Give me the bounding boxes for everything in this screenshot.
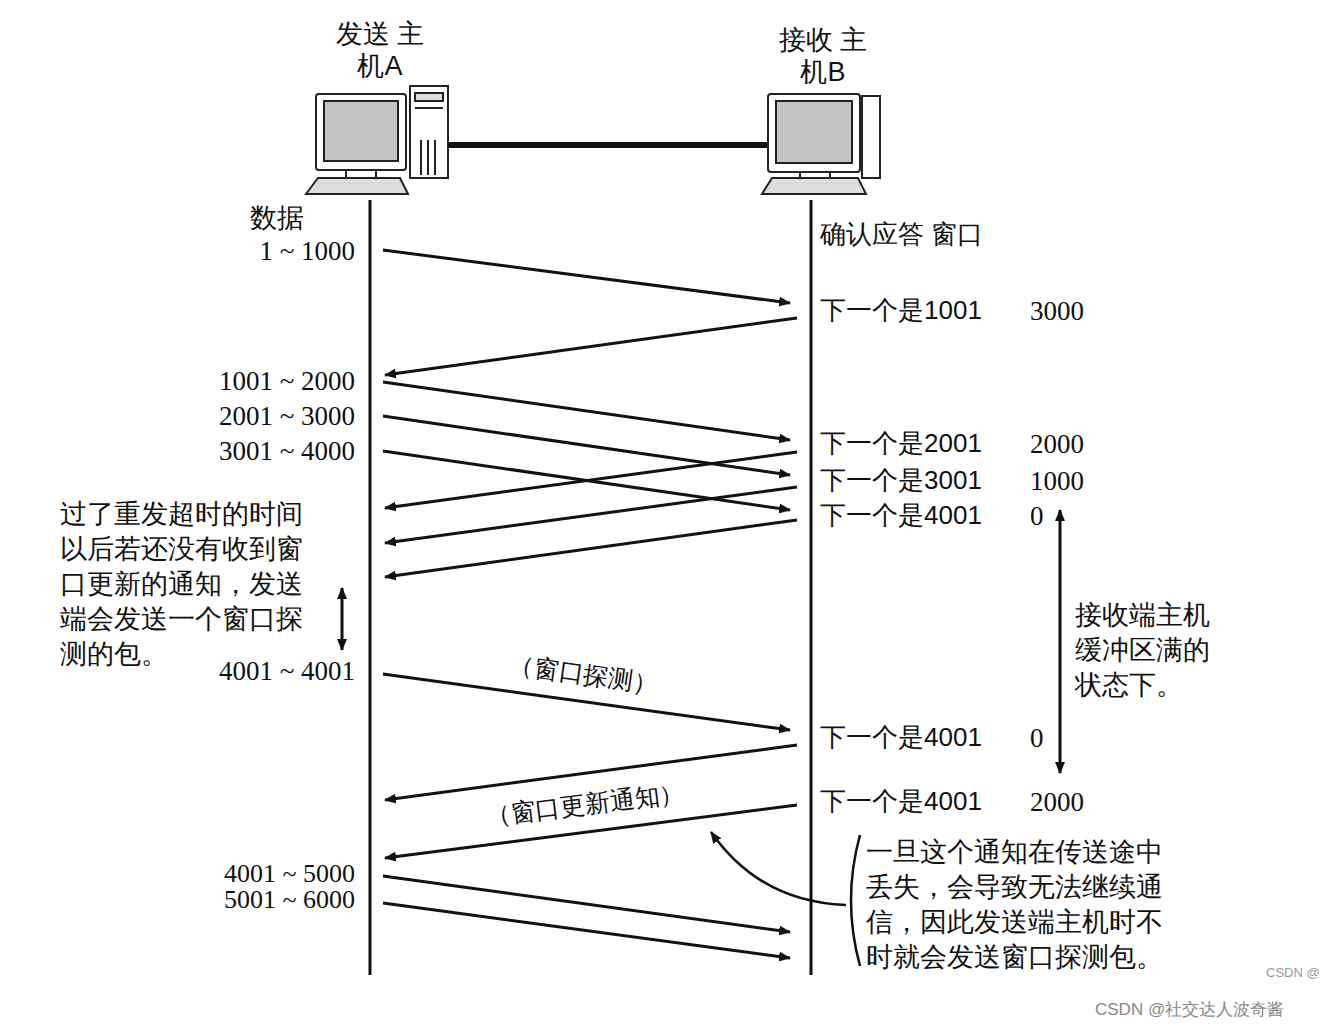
window-size: 0 — [1030, 501, 1070, 532]
host-label: 发送 主机A — [330, 18, 430, 83]
window-size: 2000 — [1030, 787, 1110, 818]
timeout-note: 过了重发超时的时间 以后若还没有收到窗 口更新的通知，发送 端会发送一个窗口探 … — [60, 497, 318, 672]
window-size: 3000 — [1030, 296, 1110, 327]
lifeline-a — [369, 200, 372, 975]
watermark: CSDN @ — [1266, 966, 1322, 981]
message-arrow — [385, 318, 797, 375]
message-arrow — [385, 520, 797, 577]
buffer-full-note: 接收端主机 缓冲区满的 状态下。 — [1075, 598, 1225, 703]
ack-number: 下一个是4001 — [820, 723, 1020, 753]
data-range: 4001 ~ 5000 — [195, 861, 355, 887]
message-arrow — [383, 876, 790, 932]
data-range: 3001 ~ 4000 — [195, 436, 355, 467]
data-range: 1 ~ 1000 — [195, 236, 355, 267]
loss-note: 一旦这个通知在传送途中 丢失，会导致无法继续通 信，因此发送端主机时不 时就会发… — [866, 835, 1176, 975]
message-arrow — [385, 487, 797, 543]
buffer-full-span-arrow — [1059, 510, 1062, 773]
ack-number: 下一个是4001 — [820, 787, 1020, 817]
window-size: 0 — [1030, 723, 1070, 754]
message-arrow — [383, 250, 790, 303]
data-range: 2001 ~ 3000 — [195, 401, 355, 432]
data-range: 4001 ~ 4001 — [195, 656, 355, 687]
note-pointer — [711, 832, 846, 905]
column-heading: 确认应答 窗口 — [820, 220, 1040, 250]
message-arrow — [385, 452, 797, 508]
ack-number: 下一个是1001 — [820, 296, 1020, 326]
network-cable — [448, 142, 768, 148]
host-label: 接收 主机B — [773, 24, 873, 89]
ack-number: 下一个是2001 — [820, 429, 1020, 459]
ack-number: 下一个是4001 — [820, 501, 1020, 531]
message-arrow — [383, 416, 790, 475]
data-range: 1001 ~ 2000 — [195, 366, 355, 397]
message-arrow — [383, 382, 790, 440]
computer-b — [762, 94, 880, 194]
message-arrow — [383, 903, 790, 958]
column-heading: 数据 — [250, 203, 330, 234]
timeout-span-arrow — [341, 588, 344, 650]
note-bracket — [851, 835, 860, 966]
watermark: CSDN @社交达人波奇酱 — [1095, 1000, 1320, 1020]
ack-number: 下一个是3001 — [820, 466, 1020, 496]
data-range: 5001 ~ 6000 — [195, 887, 355, 913]
window-size: 2000 — [1030, 429, 1110, 460]
lifeline-b — [810, 200, 813, 975]
window-size: 1000 — [1030, 466, 1110, 497]
message-arrows — [383, 250, 797, 958]
computer-a — [306, 86, 448, 194]
